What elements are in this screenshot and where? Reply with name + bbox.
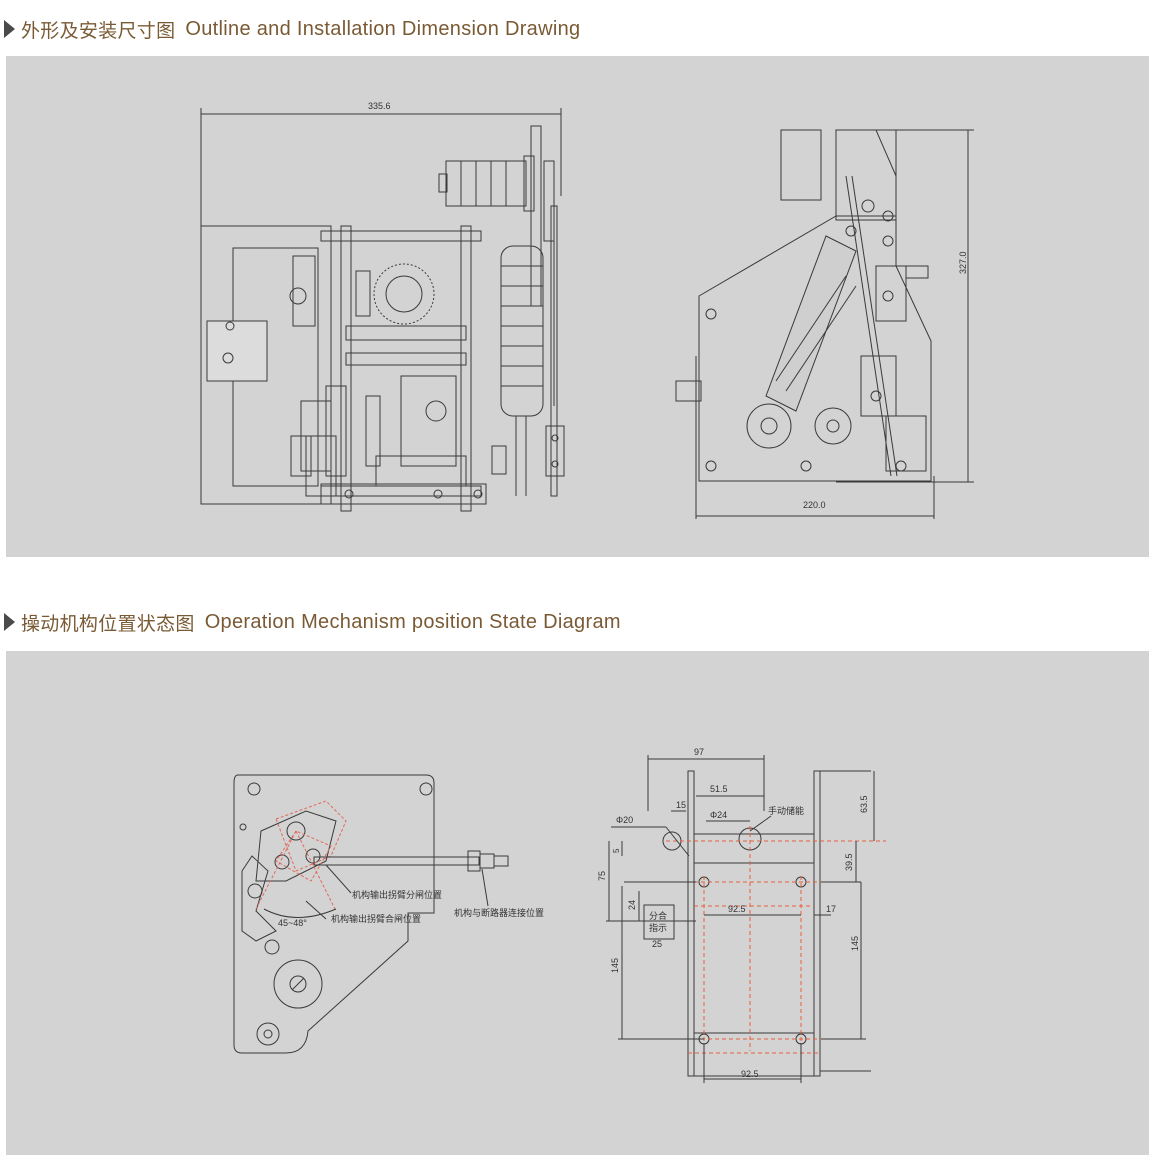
section-title-zh: 操动机构位置状态图 bbox=[21, 612, 195, 635]
dim-145-right: 145 bbox=[850, 936, 860, 951]
dim-15: 15 bbox=[676, 800, 686, 810]
front-view: 335.6 bbox=[200, 101, 565, 512]
dim-92-5-mid: 92.5 bbox=[728, 904, 746, 914]
dim-97: 97 bbox=[694, 747, 704, 757]
dim-145-left: 145 bbox=[610, 958, 620, 973]
dim-63-5: 63.5 bbox=[859, 795, 869, 813]
label-manual-charge: 手动储能 bbox=[768, 805, 804, 817]
indicator-line2: 指示 bbox=[649, 922, 667, 934]
dim-25: 25 bbox=[652, 939, 662, 949]
triangle-bullet-icon bbox=[4, 20, 15, 38]
triangle-bullet-icon bbox=[4, 613, 15, 631]
dim-17: 17 bbox=[826, 904, 836, 914]
side-view: 327.0 220.0 bbox=[675, 129, 974, 519]
dim-5: 5 bbox=[612, 848, 621, 853]
dim-front-width: 335.6 bbox=[368, 101, 391, 111]
dim-side-height: 327.0 bbox=[958, 251, 968, 274]
dim-92-5-bottom: 92.5 bbox=[741, 1069, 759, 1079]
outline-drawing-svg: 335.6 bbox=[200, 101, 974, 519]
dim-51-5: 51.5 bbox=[710, 784, 728, 794]
section-title-mechanism: 操动机构位置状态图 Operation Mechanism position S… bbox=[4, 607, 621, 637]
mechanism-diagram-panel: 45~48° 机构输出拐臂分闸位置 机构输出拐臂合闸位置 机构与断路器连接位置 bbox=[6, 651, 1149, 1155]
mounting-dimension-view: 分合 指示 97 51.5 15 Φ20 bbox=[597, 747, 886, 1083]
section-title-en: Outline and Installation Dimension Drawi… bbox=[185, 17, 581, 40]
dim-phi24: Φ24 bbox=[710, 810, 727, 820]
dim-39-5: 39.5 bbox=[844, 853, 854, 871]
label-open-position: 机构输出拐臂分闸位置 bbox=[352, 889, 442, 901]
dim-75: 75 bbox=[597, 871, 607, 881]
indicator-line1: 分合 bbox=[649, 910, 667, 922]
label-close-position: 机构输出拐臂合闸位置 bbox=[331, 913, 421, 925]
angle-label: 45~48° bbox=[278, 918, 307, 928]
mechanism-position-view: 45~48° 机构输出拐臂分闸位置 机构输出拐臂合闸位置 机构与断路器连接位置 bbox=[233, 774, 544, 1054]
outline-drawing-panel: 335.6 bbox=[6, 56, 1149, 557]
section-title-en: Operation Mechanism position State Diagr… bbox=[204, 610, 621, 633]
section-title-outline: 外形及安装尺寸图 Outline and Installation Dimens… bbox=[4, 14, 580, 44]
dim-side-width: 220.0 bbox=[803, 500, 826, 510]
mechanism-diagram-svg: 45~48° 机构输出拐臂分闸位置 机构输出拐臂合闸位置 机构与断路器连接位置 bbox=[233, 747, 886, 1083]
label-connect-position: 机构与断路器连接位置 bbox=[454, 907, 544, 919]
dim-24: 24 bbox=[627, 900, 637, 910]
dim-phi20: Φ20 bbox=[616, 815, 633, 825]
section-title-zh: 外形及安装尺寸图 bbox=[21, 19, 176, 42]
